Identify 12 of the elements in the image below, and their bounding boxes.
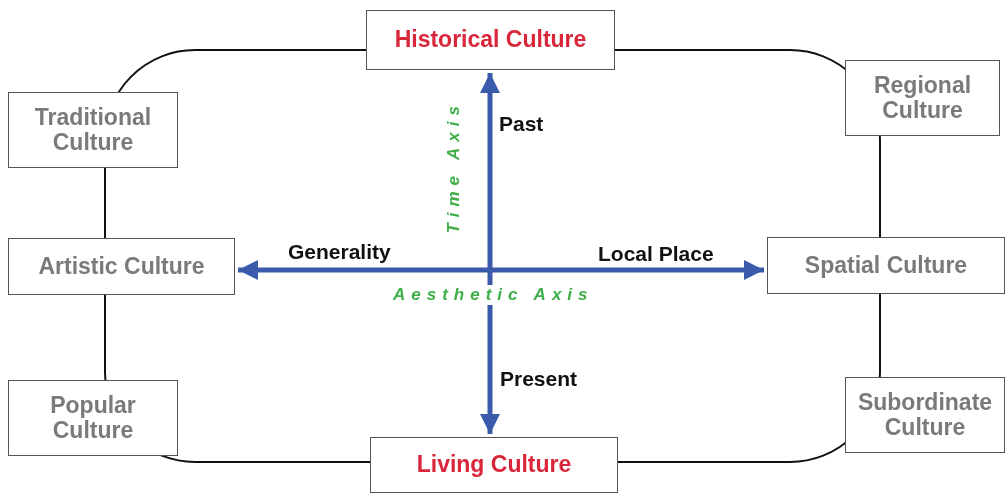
- culture-box: Spatial Culture: [767, 237, 1005, 294]
- culture-box: Historical Culture: [366, 10, 615, 70]
- arrow: [480, 73, 500, 270]
- culture-box: Popular Culture: [8, 380, 178, 456]
- culture-box: Regional Culture: [845, 60, 1000, 136]
- culture-box: Artistic Culture: [8, 238, 235, 295]
- arrow: [238, 260, 490, 280]
- culture-box: Traditional Culture: [8, 92, 178, 168]
- culture-box: Subordinate Culture: [845, 377, 1005, 453]
- arrow: [480, 270, 500, 434]
- culture-box: Living Culture: [370, 437, 618, 493]
- arrow: [490, 260, 764, 280]
